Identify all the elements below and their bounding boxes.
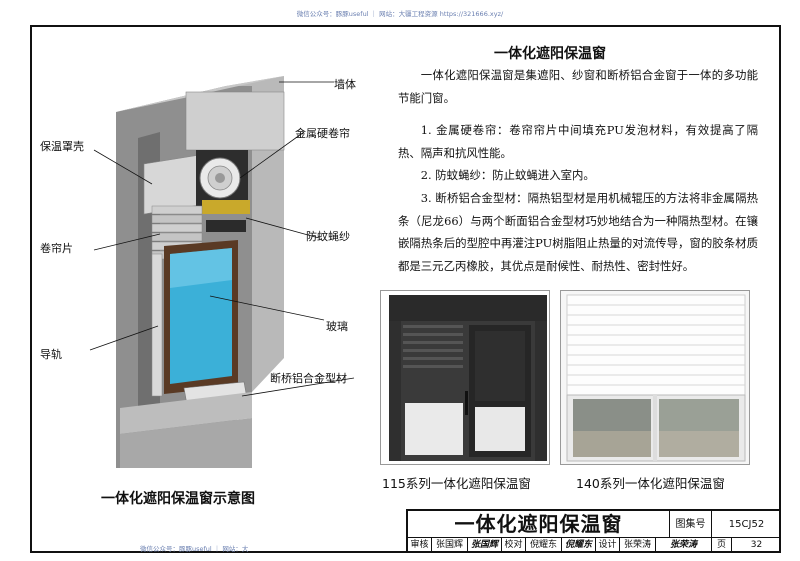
review-signature: 张国辉: [468, 538, 502, 553]
check-signature: 倪耀东: [562, 538, 596, 553]
article-item-3: 3. 断桥铝合金型材：隔热铝型材是用机械辊压的方法将非金属隔热条（尼龙66）与两…: [398, 191, 758, 273]
label-slats: 卷帘片: [40, 242, 73, 255]
design-signature: 张荣涛: [656, 538, 712, 553]
check-name: 倪耀东: [526, 538, 562, 553]
design-name: 张荣涛: [620, 538, 656, 553]
watermark-top: 微信公众号：豚豚useful ｜ 网站：大疆工程资源 https://32166…: [296, 10, 504, 18]
window-diagram: [89, 76, 355, 468]
photo-115-series: [380, 290, 550, 465]
label-metal-roller: 金属硬卷帘: [295, 127, 350, 140]
guide-rail: [151, 253, 163, 397]
screen-box: [202, 200, 250, 214]
lintel: [185, 91, 285, 151]
article-item-2: 2. 防蚊蝇纱：防止蚊蝇进入室内。: [420, 168, 595, 182]
photo-140-series: [560, 290, 750, 465]
article-item-1: 1. 金属硬卷帘：卷帘帘片中间填充PU发泡材料，有效提高了隔热、隔声和抗风性能。: [398, 123, 758, 160]
review-name: 张国辉: [432, 538, 468, 553]
label-glass: 玻璃: [326, 320, 348, 333]
drawing-title: 一体化遮阳保温窗: [408, 511, 670, 538]
photo-140-caption: 140系列一体化遮阳保温窗: [576, 476, 725, 491]
atlas-number: 15CJ52: [712, 511, 781, 538]
label-insect-screen: 防蚊蝇纱: [306, 230, 350, 243]
diagram-caption: 一体化遮阳保温窗示意图: [101, 491, 255, 507]
wall-face: [226, 76, 284, 392]
title-block: 一体化遮阳保温窗 图集号 15CJ52 审核 张国辉 张国辉 校对 倪耀东 倪耀…: [406, 509, 781, 553]
label-insulation-cover: 保温罩壳: [40, 140, 84, 153]
label-guide-rail: 导轨: [40, 348, 62, 361]
design-label: 设计: [596, 538, 620, 553]
photo-115-caption: 115系列一体化遮阳保温窗: [382, 476, 531, 491]
check-label: 校对: [502, 538, 526, 553]
page-label: 页: [712, 538, 732, 553]
label-aluminum-profile: 断桥铝合金型材: [270, 372, 347, 385]
review-label: 审核: [408, 538, 432, 553]
atlas-label: 图集号: [670, 511, 712, 538]
watermark-bottom: 微信公众号：豚豚useful ｜ 网站：大: [140, 545, 249, 553]
article-title: 一体化遮阳保温窗: [494, 46, 606, 62]
page-number: 32: [750, 540, 763, 550]
article-intro: 一体化遮阳保温窗是集遮阳、纱窗和断桥铝合金窗于一体的多功能节能门窗。: [398, 68, 758, 105]
drawing-frame: [30, 25, 781, 553]
label-wall: 墙体: [334, 78, 356, 91]
